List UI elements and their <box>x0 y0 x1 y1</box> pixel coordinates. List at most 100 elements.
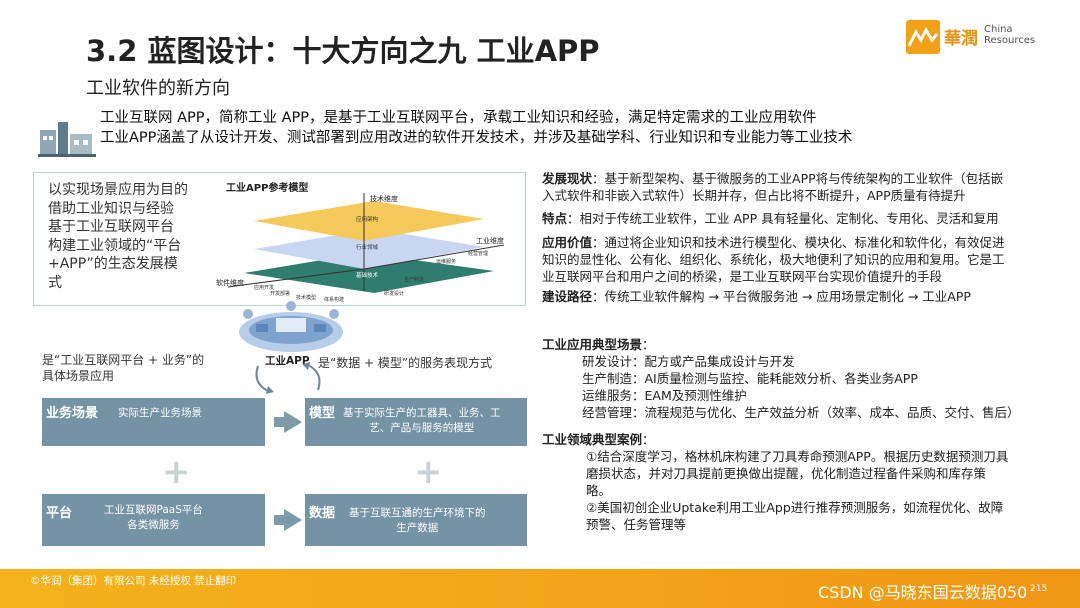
path-text: ：传统工业软件解构 → 平台微服务池 → 应用场景定制化 → 工业APP <box>592 289 971 304</box>
right-arrow-icon <box>284 509 302 531</box>
model-block-line1: 基于实际生产的工器具、业务、工 <box>343 407 501 419</box>
status-label: 发展现状 <box>542 171 593 186</box>
case1-line3: 略。 <box>586 483 612 498</box>
definition-text: 以实现场景应用为目的 借助工业知识与经验 基于工业互联网平台 构建工业领域的“平… <box>48 181 188 292</box>
case2-line1: ②美国初创企业Uptake利用工业App进行推荐预测服务，如流程优化、故障 <box>586 500 1004 515</box>
value-label: 应用价值 <box>542 235 593 250</box>
platform-block-title: 平台 <box>46 506 73 521</box>
path-label: 建设路径 <box>542 289 593 304</box>
scenes-section: 工业应用典型场景： 研发设计：配方或产品集成设计与开发 生产制造：AI质量检测与… <box>542 336 1052 421</box>
page-title: 3.2 蓝图设计：十大方向之九 工业APP <box>86 34 600 68</box>
business-scene-title: 业务场景 <box>46 406 99 421</box>
footer-bar: ©华润（集团）有限公司 未经授权 禁止翻印 <box>0 569 1080 608</box>
page-number: 215 <box>1030 584 1048 594</box>
case1-line1: ①结合深度学习，格林机床构建了刀具寿命预测APP。根据历史数据预测刀具 <box>586 449 1009 464</box>
label-s2: 开发部署 <box>270 290 290 297</box>
platform-business-desc-line1: 是“工业互联网平台 + 业务”的 <box>42 353 205 367</box>
label-i2: 运维服务 <box>436 258 456 265</box>
platform-block-line2: 各类微服务 <box>127 519 180 531</box>
value-line3: 业互联网平台和用户之间的桥梁，是工业互联网平台实现价值提升的手段 <box>542 269 943 284</box>
value-line2: 知识的显性化、公有化、组织化、系统化，极大地便利了知识的应用和复用。它是工 <box>542 252 1005 267</box>
data-block-title: 数据 <box>309 506 336 521</box>
intro-text: 工业互联网 APP，简称工业 APP，是基于工业互联网平台，承载工业知识和经验，… <box>100 108 852 148</box>
status-line2: 入式软件和非嵌入式软件）长期并存，但占比将不断提升，APP质量有待提升 <box>542 188 966 203</box>
cases-title: 工业领域典型案例 <box>542 432 643 447</box>
footer-copyright: ©华润（集团）有限公司 未经授权 禁止翻印 <box>30 575 237 587</box>
plus-icon: + <box>414 452 443 492</box>
hub-label: 工业APP <box>265 355 310 367</box>
model-top-layer <box>254 201 484 241</box>
model-middle-layer <box>254 229 484 269</box>
csdn-watermark: CSDN @马晓东国云数据050 <box>818 583 1028 602</box>
logo-en-line2: Resources <box>984 35 1036 46</box>
model-block: 模型 基于实际生产的工器具、业务、工 艺、产品与服务的模型 <box>305 398 527 446</box>
list-item: 运维服务：EAM及预测性维护 <box>582 388 747 403</box>
cycle-arrows-icon <box>255 362 321 394</box>
label-s4: 体系构建 <box>324 296 344 303</box>
definition-line: 基于工业互联网平台 <box>48 219 174 235</box>
page-subtitle: 工业软件的新方向 <box>86 78 230 99</box>
label-bottom-layer: 基础技术 <box>356 271 379 279</box>
definition-line: 式 <box>48 274 62 291</box>
app-reference-model-diagram: 技术维度 应用架构 行业领域 基础技术 工业维度 软件维度 经营管理 运维服务 … <box>216 193 505 303</box>
label-tech: 技术维度 <box>370 194 398 203</box>
feature-para: 特点：相对于传统工业软件，工业 APP 具有轻量化、定制化、专用化、灵活和复用 <box>542 210 1052 227</box>
data-block: 数据 基于互联互通的生产环境下的 生产数据 <box>305 494 527 546</box>
platform-hub-illustration <box>239 301 343 352</box>
model-title: 工业APP参考模型 <box>226 183 309 194</box>
cases-section: 工业领域典型案例： ①结合深度学习，格林机床构建了刀具寿命预测APP。根据历史数… <box>542 431 1052 533</box>
right-arrow-icon <box>284 411 302 433</box>
business-scene-block: 业务场景 实际生产业务场景 <box>42 398 265 446</box>
factory-illustration-icon <box>38 118 96 158</box>
label-top-layer: 应用架构 <box>356 215 379 223</box>
feature-label: 特点 <box>542 211 568 226</box>
definition-box: 以实现场景应用为目的 借助工业知识与经验 基于工业互联网平台 构建工业领域的“平… <box>33 172 526 306</box>
definition-line: 以实现场景应用为目的 <box>48 182 188 198</box>
label-i1: 经营管理 <box>468 250 488 257</box>
cases-colon: ： <box>642 432 655 447</box>
path-para: 建设路径：传统工业软件解构 → 平台微服务池 → 应用场景定制化 → 工业APP <box>542 288 1052 305</box>
label-software: 软件维度 <box>216 278 244 287</box>
industry-axis <box>363 244 505 270</box>
plus-icon: + <box>162 452 191 492</box>
label-i3: 生产制造 <box>404 276 424 283</box>
platform-block: 平台 工业互联网PaaS平台 各类微服务 <box>42 494 265 546</box>
scenes-colon: ： <box>642 337 655 352</box>
intro-line-2: 工业APP涵盖了从设计开发、测试部署到应用改进的软件开发技术，并涉及基础学科、行… <box>100 130 853 146</box>
data-block-line2: 生产数据 <box>396 522 439 534</box>
label-industry: 工业维度 <box>476 236 504 245</box>
list-item: 生产制造：AI质量检测与监控、能耗能效分析、各类业务APP <box>582 371 918 386</box>
logo-en-text: China Resources <box>984 24 1035 46</box>
data-block-text: 基于互联互通的生产环境下的 生产数据 <box>349 506 486 536</box>
label-s1: 应用开发 <box>254 284 274 291</box>
list-item: 研发设计：配方或产品集成设计与开发 <box>582 354 795 369</box>
model-block-line2: 艺、产品与服务的模型 <box>369 422 475 434</box>
scenes-title: 工业应用典型场景 <box>542 337 643 352</box>
software-axis <box>227 268 365 288</box>
logo-en-line1: China <box>984 24 1013 35</box>
logo-cn-text: 華潤 <box>944 29 978 49</box>
arrow-shaft-1 <box>274 417 286 427</box>
status-para: 发展现状：基于新型架构、基于微服务的工业APP将与传统架构的工业软件（包括嵌 入… <box>542 170 1052 204</box>
platform-business-desc: 是“工业互联网平台 + 业务”的 具体场景应用 <box>42 352 204 384</box>
platform-business-desc-line2: 具体场景应用 <box>42 369 115 383</box>
case1-line2: 磨损状态，并对刀具提前更换做出提醒，优化制造过程备件采购和库存策 <box>586 466 987 481</box>
data-block-line1: 基于互联互通的生产环境下的 <box>349 507 486 519</box>
china-resources-logo: 華潤 China Resources <box>906 20 1036 56</box>
logo-mountain-icon <box>906 20 940 54</box>
platform-block-text: 工业互联网PaaS平台 各类微服务 <box>104 503 203 533</box>
status-line1: ：基于新型架构、基于微服务的工业APP将与传统架构的工业软件（包括嵌 <box>592 171 1004 186</box>
definition-line: 借助工业知识与经验 <box>48 200 174 217</box>
value-para: 应用价值：通过将企业知识和技术进行模型化、模块化、标准化和软件化，有效促进 知识… <box>542 234 1052 285</box>
definition-line: 构建工业领域的“平台 <box>48 237 182 254</box>
value-line1: ：通过将企业知识和技术进行模型化、模块化、标准化和软件化，有效促进 <box>592 235 1005 250</box>
list-item: 经营管理：流程规范与优化、生产效益分析（效率、成本、品质、交付、售后） <box>582 405 1020 420</box>
feature-text: ：相对于传统工业软件，工业 APP 具有轻量化、定制化、专用化、灵活和复用 <box>567 211 999 226</box>
business-scene-text: 实际生产业务场景 <box>118 407 202 419</box>
label-mid-layer: 行业领域 <box>356 243 379 251</box>
intro-line-1: 工业互联网 APP，简称工业 APP，是基于工业互联网平台，承载工业知识和经验，… <box>100 110 817 126</box>
arrow-shaft-2 <box>274 515 286 525</box>
label-i4: 研发设计 <box>384 290 404 297</box>
case2-line2: 预警、任务管理等 <box>586 517 687 532</box>
definition-line: +APP”的生态发展模 <box>48 256 178 272</box>
